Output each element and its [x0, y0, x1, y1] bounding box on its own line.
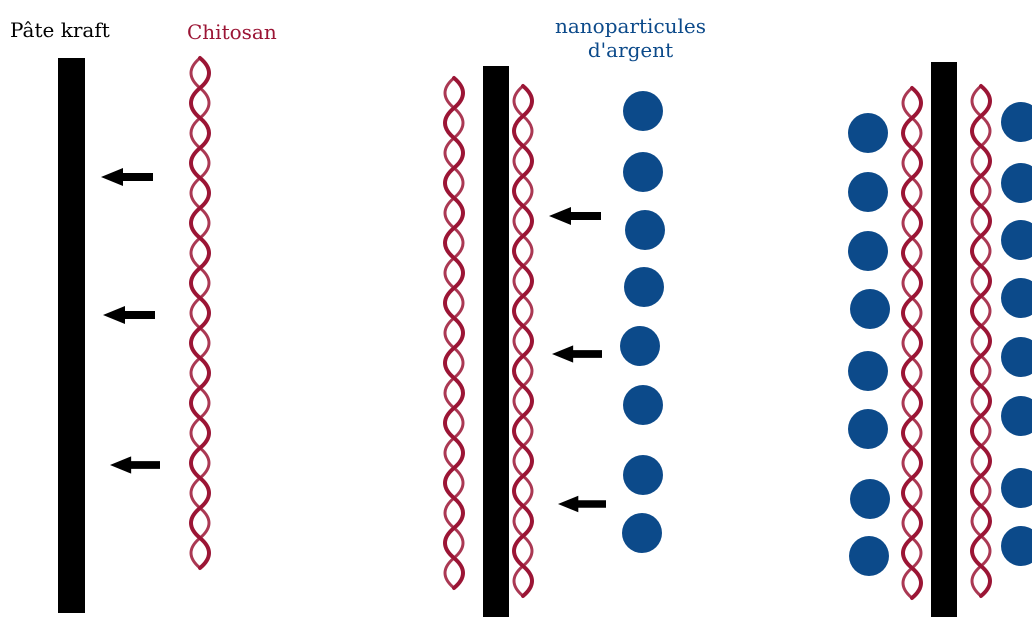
silver-nanoparticle: [623, 91, 663, 131]
silver-nanoparticle: [623, 385, 663, 425]
silver-nanoparticle: [849, 536, 889, 576]
arrow-left: [103, 306, 155, 324]
silver-nanoparticles-label: nanoparticules d'argent: [555, 14, 706, 62]
silver-label-line-2: d'argent: [555, 38, 706, 62]
arrow-left: [110, 456, 160, 473]
chitosan-strand: [191, 58, 209, 568]
stage-3: [848, 62, 1032, 617]
silver-nanoparticle: [848, 409, 888, 449]
silver-nanoparticle: [850, 479, 890, 519]
stage-2: [445, 66, 665, 617]
chitosan-strand: [972, 86, 990, 596]
silver-nanoparticle: [848, 172, 888, 212]
kraft-pulp-label: Pâte kraft: [10, 18, 110, 42]
silver-nanoparticle: [850, 289, 890, 329]
silver-nanoparticle: [1001, 220, 1032, 260]
silver-label-line-1: nanoparticules: [555, 14, 706, 38]
arrow-left: [101, 168, 153, 186]
silver-nanoparticle: [1001, 337, 1032, 377]
arrow-left: [549, 207, 601, 225]
silver-nanoparticle: [625, 210, 665, 250]
silver-nanoparticle: [1001, 396, 1032, 436]
arrow-left: [558, 496, 606, 513]
silver-nanoparticle: [624, 267, 664, 307]
silver-nanoparticle: [623, 152, 663, 192]
silver-nanoparticle: [1001, 102, 1032, 142]
chitosan-strand: [445, 78, 463, 588]
kraft-pulp-fiber: [58, 58, 85, 613]
silver-nanoparticle: [848, 231, 888, 271]
silver-nanoparticle: [1001, 163, 1032, 203]
arrow-left: [552, 345, 602, 362]
silver-nanoparticle: [1001, 526, 1032, 566]
stage-1: [58, 58, 209, 613]
silver-nanoparticle: [848, 351, 888, 391]
silver-nanoparticle: [623, 455, 663, 495]
chitosan-strand: [903, 88, 921, 598]
chitosan-strand: [514, 86, 532, 596]
kraft-pulp-fiber: [931, 62, 957, 617]
silver-nanoparticle: [1001, 278, 1032, 318]
silver-nanoparticle: [848, 113, 888, 153]
silver-nanoparticle: [622, 513, 662, 553]
chitosan-label: Chitosan: [187, 20, 277, 44]
kraft-pulp-fiber: [483, 66, 509, 617]
silver-nanoparticle: [620, 326, 660, 366]
silver-nanoparticle: [1001, 468, 1032, 508]
